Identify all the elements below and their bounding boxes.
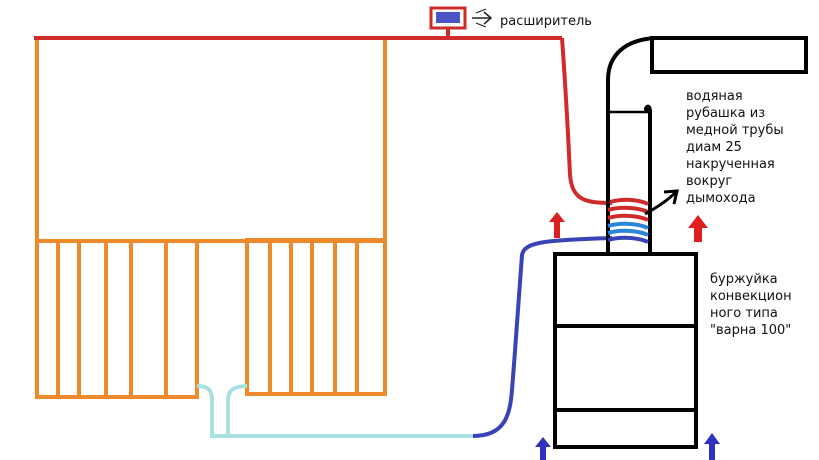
water-jacket-coil [607, 197, 649, 244]
hot-air-arrow-left [549, 212, 565, 238]
hot-supply-pipe [34, 26, 613, 205]
radiator-right [245, 238, 387, 396]
expander-vent-arrow [472, 8, 493, 28]
chimney [606, 36, 808, 254]
expander-label: расширитель [500, 14, 592, 29]
return-pipe-light [196, 384, 475, 438]
radiator-left [35, 38, 387, 399]
water-jacket-label: водяная рубашка из медной трубы диам 25 … [686, 89, 784, 206]
cold-air-arrow-left [535, 437, 551, 460]
stove [553, 252, 698, 449]
return-pipe-dark [472, 236, 613, 438]
cold-air-arrow-right [704, 433, 720, 460]
hot-air-arrow-right [688, 215, 708, 242]
expander-tank [429, 6, 467, 30]
jacket-pointer-arrow [644, 189, 679, 216]
stove-label: буржуйка конвекцион ного типа "варна 100… [710, 272, 792, 338]
